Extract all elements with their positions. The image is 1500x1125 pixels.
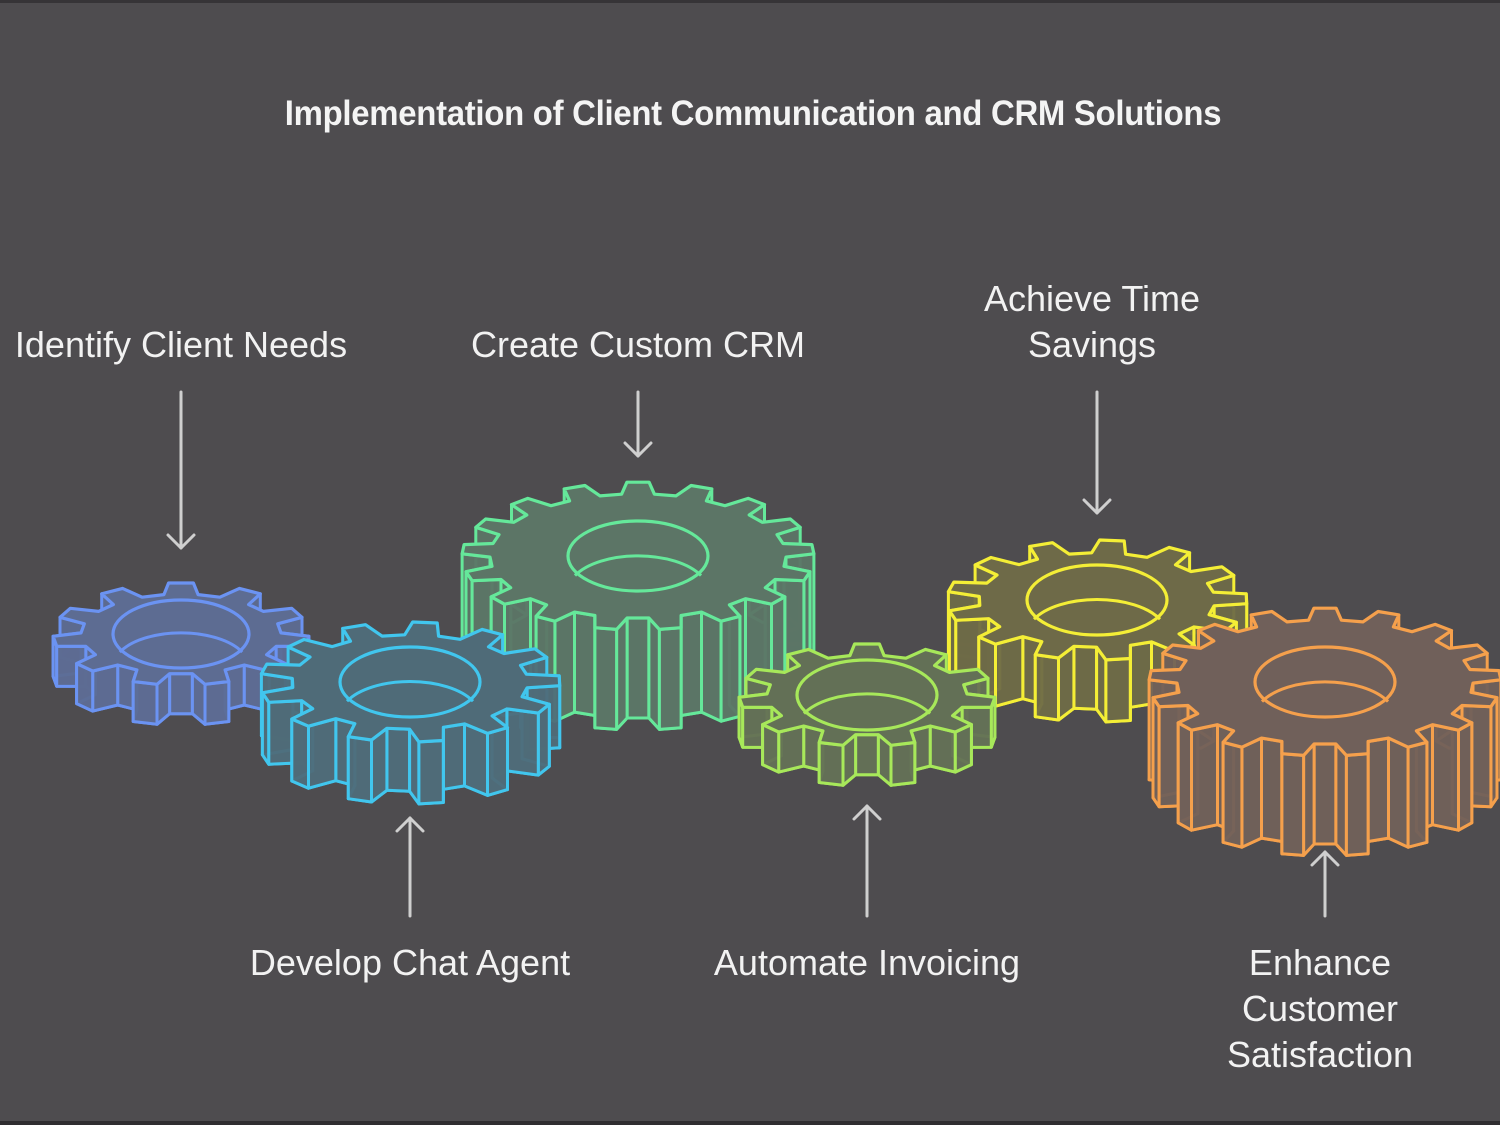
gear-side-face [700, 610, 723, 723]
diagram-title: Implementation of Client Communication a… [284, 94, 1222, 133]
gear-side-face [1176, 721, 1193, 832]
frame-bottom-border [0, 1121, 1500, 1125]
gear-side-face [854, 733, 880, 777]
gear-side-face [463, 722, 489, 797]
frame-top-border [0, 0, 1500, 3]
gear-hole-inner-edge [1260, 680, 1390, 703]
gear-side-face [1344, 752, 1370, 857]
gear-side-face [486, 726, 509, 797]
gear-side-face [719, 614, 742, 723]
gear-side-face [1033, 653, 1060, 722]
gear-side-face [417, 739, 445, 806]
gear-side-face [203, 680, 231, 726]
gear-side-face [994, 635, 1025, 708]
gear-side-face [1302, 742, 1316, 857]
gear-side-face [1334, 742, 1348, 857]
gear-side-face [505, 707, 540, 777]
gear-side-face [777, 724, 806, 774]
step-label-automate-invoicing: Automate Invoicing [713, 942, 1021, 983]
gear-side-face [1312, 742, 1338, 846]
gear-icon [737, 642, 997, 787]
gear-side-face [536, 702, 551, 777]
gear-side-face [1104, 657, 1132, 724]
gear-side-face [1240, 736, 1263, 849]
gear-side-face [615, 616, 629, 731]
gear-side-face [817, 741, 845, 787]
gear-icon [946, 538, 1249, 724]
gear-side-face [928, 724, 957, 774]
gear-side-face [1387, 736, 1410, 849]
gear-hole-inner-edge [118, 631, 244, 654]
gear-side-face [1406, 740, 1429, 849]
gear-side-face [91, 663, 120, 713]
gear-side-face [593, 626, 619, 731]
gear-icon [259, 620, 562, 806]
gear-side-face [1221, 740, 1244, 849]
gear-hole-inner-edge [1032, 598, 1162, 621]
arrow-down-icon [1082, 390, 1112, 515]
gear-side-face [290, 717, 310, 790]
gear-side-face [1190, 723, 1219, 832]
gear-side-face [346, 735, 373, 804]
gear-side-face [1457, 721, 1474, 832]
step-label-enhance-customer-satisfaction: Enhance Customer Satisfaction [1226, 942, 1414, 1075]
gear-side-face [573, 610, 597, 717]
gear-side-face [1260, 736, 1284, 843]
gear-hole-inner-edge [345, 680, 475, 703]
arrow-up-icon [852, 804, 882, 918]
gear-side-face [1366, 736, 1390, 843]
step-label-achieve-time-savings: Achieve Time Savings [983, 278, 1201, 365]
gear-icon [1147, 606, 1500, 857]
gear-hole-inner-edge [802, 692, 932, 715]
arrow-down-icon [166, 390, 196, 550]
gear-side-face [1280, 752, 1306, 857]
step-label-identify-client-needs: Identify Client Needs [14, 324, 348, 365]
gear-side-face [679, 610, 703, 717]
step-label-develop-chat-agent: Develop Chat Agent [249, 942, 571, 983]
gear-side-face [385, 726, 412, 793]
gear-side-face [1072, 644, 1099, 711]
arrow-up-icon [395, 816, 425, 918]
gear-side-face [889, 741, 917, 787]
gear-side-face [657, 626, 683, 731]
gear-side-face [1431, 723, 1460, 832]
gear-side-face [441, 722, 466, 791]
gear-side-face [131, 680, 159, 726]
gear-hole-inner-edge [573, 554, 703, 577]
arrow-up-icon [1310, 850, 1340, 918]
gear-side-face [625, 616, 651, 720]
arrow-down-icon [623, 390, 653, 458]
gear-side-face [647, 616, 661, 731]
step-label-create-custom-crm: Create Custom CRM [470, 324, 806, 365]
gear-side-face [307, 717, 338, 790]
gear-side-face [168, 672, 194, 716]
